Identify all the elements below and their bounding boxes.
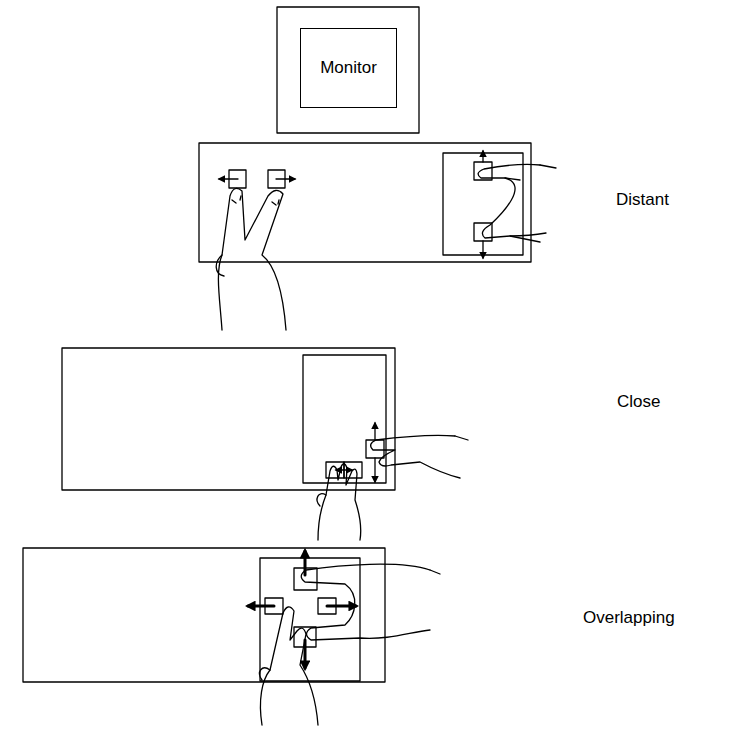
right-hand xyxy=(455,436,468,440)
touch-square xyxy=(366,440,384,458)
move-arrow xyxy=(336,469,352,470)
right-hand xyxy=(430,570,440,574)
scene-label: Close xyxy=(617,392,660,412)
monitor-screen: Monitor xyxy=(300,28,397,108)
move-arrow xyxy=(276,178,295,179)
display-region xyxy=(443,153,523,255)
screen-label: Monitor xyxy=(320,58,377,78)
bottom-hand xyxy=(260,668,270,680)
bottom-hand xyxy=(218,188,286,330)
move-arrow xyxy=(248,605,274,608)
scene-label: Overlapping xyxy=(583,608,675,628)
right-hand xyxy=(301,564,430,640)
bottom-hand xyxy=(216,196,279,276)
touch-square xyxy=(474,162,492,180)
right-hand xyxy=(371,435,460,478)
move-arrow xyxy=(482,241,483,258)
move-arrow xyxy=(374,458,375,482)
tabletop xyxy=(62,348,395,490)
display-region xyxy=(260,558,360,681)
bottom-hand xyxy=(260,607,318,725)
overlapping-scene xyxy=(23,548,440,725)
move-arrow xyxy=(219,178,238,179)
close-scene xyxy=(62,348,468,540)
scene-label: Distant xyxy=(616,190,669,210)
right-hand xyxy=(478,164,546,238)
monitor-frame xyxy=(277,7,419,133)
bottom-hand xyxy=(318,464,361,540)
tabletop xyxy=(23,548,385,682)
move-arrow xyxy=(327,605,356,608)
move-arrow xyxy=(374,423,375,440)
right-hand xyxy=(505,165,556,242)
move-arrow xyxy=(482,151,483,162)
distant-scene xyxy=(199,143,556,330)
bottom-hand xyxy=(317,494,326,506)
tabletop xyxy=(199,143,531,262)
